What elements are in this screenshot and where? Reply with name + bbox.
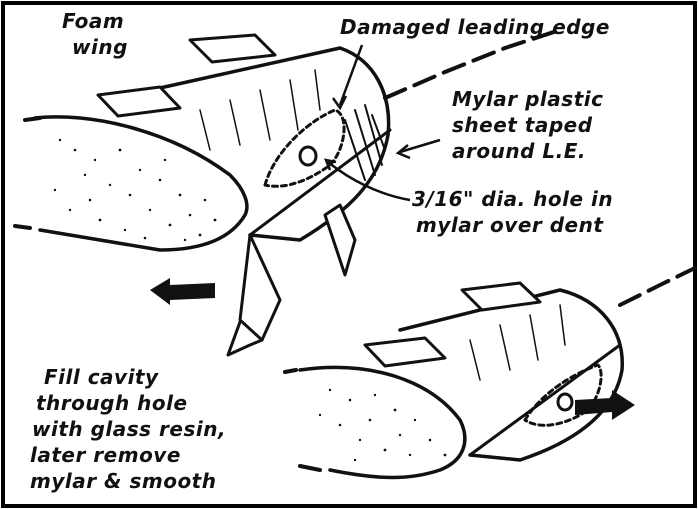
bottom-wing: [285, 268, 695, 478]
mylar-flap-left: [240, 235, 280, 340]
label-mylar-sheet: Mylar plastic sheet taped around L.E.: [452, 86, 603, 164]
direction-arrow-left: [150, 278, 215, 305]
tape-tab-3: [462, 283, 540, 310]
label-fill-instructions: Fill cavity through hole with glass resi…: [44, 364, 226, 494]
mylar-hole: [300, 147, 316, 165]
bottom-wing-left-half: [300, 367, 465, 477]
tape-tab-2: [98, 87, 180, 116]
label-hole-note: 3/16" dia. hole in mylar over dent: [412, 186, 613, 238]
top-wing-left-dash: [15, 226, 30, 228]
direction-arrow-right: [575, 390, 635, 420]
bottom-wing-far-edge: [620, 268, 695, 305]
tape-tab-1: [190, 35, 275, 62]
tape-tab-4: [365, 338, 445, 366]
bottom-wing-left-dash: [300, 466, 320, 470]
top-wing-left-half: [35, 117, 247, 250]
label-foam-wing: Foam wing: [62, 8, 128, 60]
top-wing-hatch: [200, 70, 320, 150]
pointer-damaged-head: [333, 96, 346, 108]
label-damaged-leading-edge: Damaged leading edge: [340, 14, 610, 40]
bottom-wing-hatch: [470, 305, 565, 380]
bottom-wing-left-dash-2: [285, 370, 296, 372]
top-le-hatch: [345, 105, 385, 180]
bottom-mylar-hole: [558, 394, 572, 410]
mylar-flap-right: [325, 205, 355, 275]
top-wing-left-dash-2: [25, 118, 40, 120]
